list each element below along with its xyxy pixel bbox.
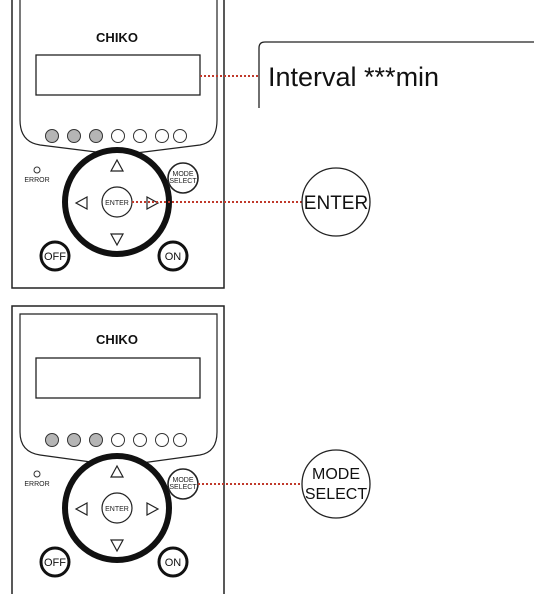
svg-text:SELECT: SELECT	[305, 486, 367, 503]
off-button[interactable]: OFF	[39, 240, 71, 272]
right-arrow-icon[interactable]	[146, 501, 160, 517]
mode-select-button[interactable]: MODE SELECT	[167, 468, 199, 500]
svg-text:OFF: OFF	[44, 251, 66, 263]
indicator-lamp	[67, 129, 81, 143]
svg-text:ENTER: ENTER	[304, 193, 368, 214]
svg-text:MODE: MODE	[173, 477, 194, 484]
error-lamp	[33, 166, 41, 174]
indicator-lamps	[45, 129, 187, 143]
indicator-lamps	[45, 433, 187, 447]
svg-text:ON: ON	[165, 251, 182, 263]
indicator-lamp	[111, 433, 125, 447]
svg-text:MODE: MODE	[173, 171, 194, 178]
svg-text:ON: ON	[165, 557, 182, 569]
brand-logo: CHIKO	[96, 30, 138, 45]
off-button[interactable]: OFF	[39, 546, 71, 578]
svg-text:SELECT: SELECT	[169, 484, 197, 491]
lcd-display	[35, 54, 201, 96]
enter-button[interactable]: ENTER	[101, 492, 133, 524]
indicator-lamp	[155, 433, 169, 447]
error-label: ERROR	[24, 481, 49, 488]
left-arrow-icon[interactable]	[74, 501, 88, 517]
panel-body	[11, 305, 225, 594]
svg-text:ENTER: ENTER	[105, 506, 129, 513]
mode-select-callout: MODE SELECT	[301, 449, 371, 519]
svg-text:ENTER: ENTER	[105, 200, 129, 207]
down-arrow-icon[interactable]	[109, 539, 125, 553]
indicator-lamp	[111, 129, 125, 143]
on-button[interactable]: ON	[157, 546, 189, 578]
indicator-lamp	[89, 433, 103, 447]
mode-select-button[interactable]: MODE SELECT	[167, 162, 199, 194]
indicator-lamp	[133, 129, 147, 143]
lcd-display	[35, 357, 201, 399]
brand-logo: CHIKO	[96, 332, 138, 347]
up-arrow-icon[interactable]	[109, 464, 125, 478]
controller-panel-top: CHIKO ERROR ENTER MODE SELECT	[11, 0, 225, 289]
indicator-lamp	[67, 433, 81, 447]
error-lamp	[33, 470, 41, 478]
enter-button[interactable]: ENTER	[101, 186, 133, 218]
left-arrow-icon[interactable]	[74, 195, 88, 211]
controller-panel-bottom: CHIKO ERROR ENTER MODE SELECT	[11, 305, 225, 594]
indicator-lamp	[45, 433, 59, 447]
error-label: ERROR	[24, 177, 49, 184]
indicator-lamp	[173, 433, 187, 447]
indicator-lamp	[45, 129, 59, 143]
down-arrow-icon[interactable]	[109, 233, 125, 247]
svg-text:MODE: MODE	[312, 466, 360, 483]
indicator-lamp	[89, 129, 103, 143]
enter-callout: ENTER	[301, 167, 371, 237]
indicator-lamp	[173, 129, 187, 143]
display-callout-text: Interval ***min	[268, 62, 439, 92]
svg-text:SELECT: SELECT	[169, 178, 197, 185]
indicator-lamp	[155, 129, 169, 143]
svg-text:OFF: OFF	[44, 557, 66, 569]
panel-face-outline	[19, 313, 218, 467]
display-callout-box	[258, 41, 534, 108]
up-arrow-icon[interactable]	[109, 158, 125, 172]
indicator-lamp	[133, 433, 147, 447]
on-button[interactable]: ON	[157, 240, 189, 272]
panel-body	[11, 0, 225, 289]
